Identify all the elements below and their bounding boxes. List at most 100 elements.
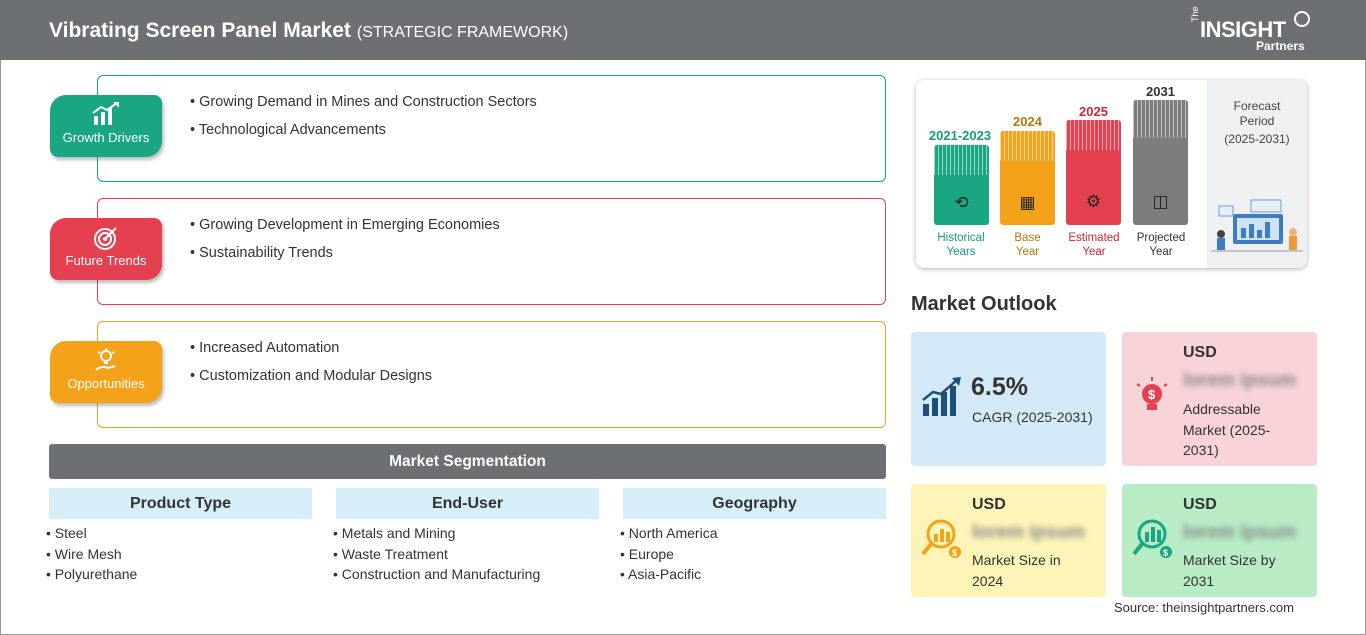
logo-insight: INSIGHT bbox=[1200, 17, 1286, 42]
header-bar: Vibrating Screen Panel Market (STRATEGIC … bbox=[0, 0, 1366, 60]
logo-the: The bbox=[1190, 6, 1200, 22]
list-item: • Asia-Pacific bbox=[620, 566, 702, 582]
segment-heading-end-user: End-User bbox=[336, 488, 599, 519]
addressable-currency: USD bbox=[1183, 344, 1217, 361]
timeline-label-line1: Historical bbox=[937, 232, 985, 244]
title-text: Vibrating Screen Panel Market bbox=[49, 19, 351, 42]
segment-item: Wire Mesh bbox=[54, 545, 122, 562]
future-trends-badge: Future Trends bbox=[50, 218, 162, 280]
list-item: • Customization and Modular Designs bbox=[190, 368, 433, 384]
segment-item: Steel bbox=[54, 525, 87, 541]
growth-drivers-badge: Growth Drivers bbox=[50, 95, 162, 157]
list-item: • Steel bbox=[46, 525, 87, 541]
timeline-label-line1: Projected bbox=[1136, 232, 1186, 244]
segmentation-title: Market Segmentation bbox=[49, 444, 886, 479]
timeline-label-line2: Year bbox=[1082, 246, 1106, 258]
size2024-desc: Market Size in 2024 bbox=[972, 552, 1061, 589]
size2031-value: lorem ipsum bbox=[1183, 522, 1296, 543]
list-item: • Increased Automation bbox=[190, 340, 340, 356]
forecast-label: Forecast bbox=[1233, 99, 1281, 113]
growth-drivers-list: • Growing Demand in Mines and Constructi… bbox=[190, 94, 537, 150]
list-item: • Growing Development in Emerging Econom… bbox=[190, 217, 500, 233]
bar-stripes bbox=[934, 145, 989, 175]
lightbulb-hand-icon bbox=[50, 348, 162, 374]
cagr-value: 6.5% bbox=[971, 373, 1028, 401]
size2031-currency: USD bbox=[1183, 496, 1217, 513]
analyst-illustration-icon bbox=[1211, 199, 1303, 252]
addressable-desc: Addressable Market (2025-2031) bbox=[1183, 401, 1271, 458]
timeline-label-line2: Year bbox=[1149, 246, 1173, 258]
svg-text:$: $ bbox=[952, 548, 957, 558]
segment-item: Waste Treatment bbox=[341, 545, 448, 562]
segment-item: Metals and Mining bbox=[341, 525, 456, 541]
list-item: • Construction and Manufacturing bbox=[333, 566, 541, 582]
future-trends-list: • Growing Development in Emerging Econom… bbox=[190, 217, 500, 273]
target-icon bbox=[50, 225, 162, 251]
forecast-period-label: Period bbox=[1239, 114, 1275, 128]
future-trends-box: • Growing Development in Emerging Econom… bbox=[97, 198, 886, 305]
segment-item: Polyurethane bbox=[54, 566, 138, 582]
cagr-card bbox=[911, 332, 1106, 466]
timeline-bar-estimated: ⚙ bbox=[1066, 120, 1121, 225]
source-note[interactable]: Source: theinsightpartners.com bbox=[1114, 600, 1294, 615]
opportunities-badge: Opportunities bbox=[50, 341, 162, 403]
lightbulb-dollar-icon: $ bbox=[1132, 376, 1172, 424]
list-item: • Sustainability Trends bbox=[190, 245, 333, 261]
growth-chart-icon bbox=[921, 376, 963, 426]
list-item: • Europe bbox=[620, 545, 674, 562]
magnifier-chart-icon: $ bbox=[921, 518, 963, 568]
page-subtitle: (STRATEGIC FRAMEWORK) bbox=[356, 24, 569, 41]
timeline-year-projected: 2031 bbox=[1146, 84, 1175, 99]
timeline-bar-base: ▦ bbox=[1000, 131, 1055, 225]
market-size-2024-card: USD lorem ipsum Market Size in 2024 $ bbox=[911, 484, 1106, 597]
opportunities-list: • Increased Automation • Customization a… bbox=[190, 340, 432, 396]
size2024-currency: USD bbox=[972, 496, 1006, 513]
opportunity-1: Increased Automation bbox=[199, 340, 340, 356]
growth-drivers-label: Growth Drivers bbox=[62, 130, 150, 145]
timeline-year-estimated: 2025 bbox=[1079, 104, 1108, 119]
svg-text:$: $ bbox=[1148, 387, 1156, 402]
segment-item: Asia-Pacific bbox=[628, 566, 702, 582]
segment-item: Europe bbox=[628, 545, 674, 562]
logo-ring-icon bbox=[1294, 11, 1310, 27]
addressable-value: lorem ipsum bbox=[1183, 370, 1296, 391]
calendar-icon: ▦ bbox=[1019, 193, 1036, 212]
segment-item: North America bbox=[628, 525, 718, 541]
list-item: • Growing Demand in Mines and Constructi… bbox=[190, 94, 537, 110]
forecast-panel: Forecast Period (2025-2031) bbox=[1207, 80, 1307, 268]
bar-stripes bbox=[1000, 131, 1055, 161]
growth-driver-2: Technological Advancements bbox=[198, 122, 386, 138]
future-trend-1: Growing Development in Emerging Economie… bbox=[199, 217, 500, 233]
segment-item: Construction and Manufacturing bbox=[341, 566, 541, 582]
bar-stripes bbox=[1066, 120, 1121, 150]
growth-driver-1: Growing Demand in Mines and Construction… bbox=[199, 94, 537, 110]
timeline-label-line2: Year bbox=[1015, 246, 1040, 258]
end-user-list: • Metals and Mining • Waste Treatment • … bbox=[333, 525, 540, 587]
growth-drivers-box: • Growing Demand in Mines and Constructi… bbox=[97, 75, 886, 182]
geography-list: • North America • Europe • Asia-Pacific bbox=[620, 525, 718, 587]
list-item: • Technological Advancements bbox=[190, 122, 386, 138]
opportunities-box: • Increased Automation • Customization a… bbox=[97, 321, 886, 428]
market-size-2031-card: USD lorem ipsum Market Size by 2031 $ bbox=[1122, 484, 1317, 597]
bar-chart-rising-icon bbox=[50, 102, 162, 128]
list-item: • Wire Mesh bbox=[46, 545, 122, 562]
size2031-desc: Market Size by 2031 bbox=[1183, 552, 1276, 589]
cagr-label: CAGR (2025-2031) bbox=[972, 409, 1093, 425]
segment-heading-product-type: Product Type bbox=[49, 488, 312, 519]
insight-partners-logo[interactable]: The INSIGHT Partners bbox=[1190, 6, 1320, 54]
page-title: Vibrating Screen Panel Market (STRATEGIC … bbox=[49, 19, 568, 43]
timeline-label-line1: Estimated bbox=[1068, 232, 1120, 244]
forecast-range: (2025-2031) bbox=[1224, 132, 1290, 146]
opportunity-2: Customization and Modular Designs bbox=[199, 368, 433, 384]
timeline-label-line1: Base bbox=[1014, 232, 1041, 244]
bar-stripes bbox=[1133, 100, 1188, 138]
timeline-bar-historical: ⟲ bbox=[934, 145, 989, 225]
timeline-year-historical: 2021-2023 bbox=[928, 128, 992, 143]
market-outlook-title: Market Outlook bbox=[911, 293, 1057, 315]
product-type-list: • Steel • Wire Mesh • Polyurethane bbox=[46, 525, 137, 587]
logo-partners: Partners bbox=[1256, 39, 1305, 53]
settings-chart-icon: ⚙ bbox=[1085, 192, 1102, 211]
